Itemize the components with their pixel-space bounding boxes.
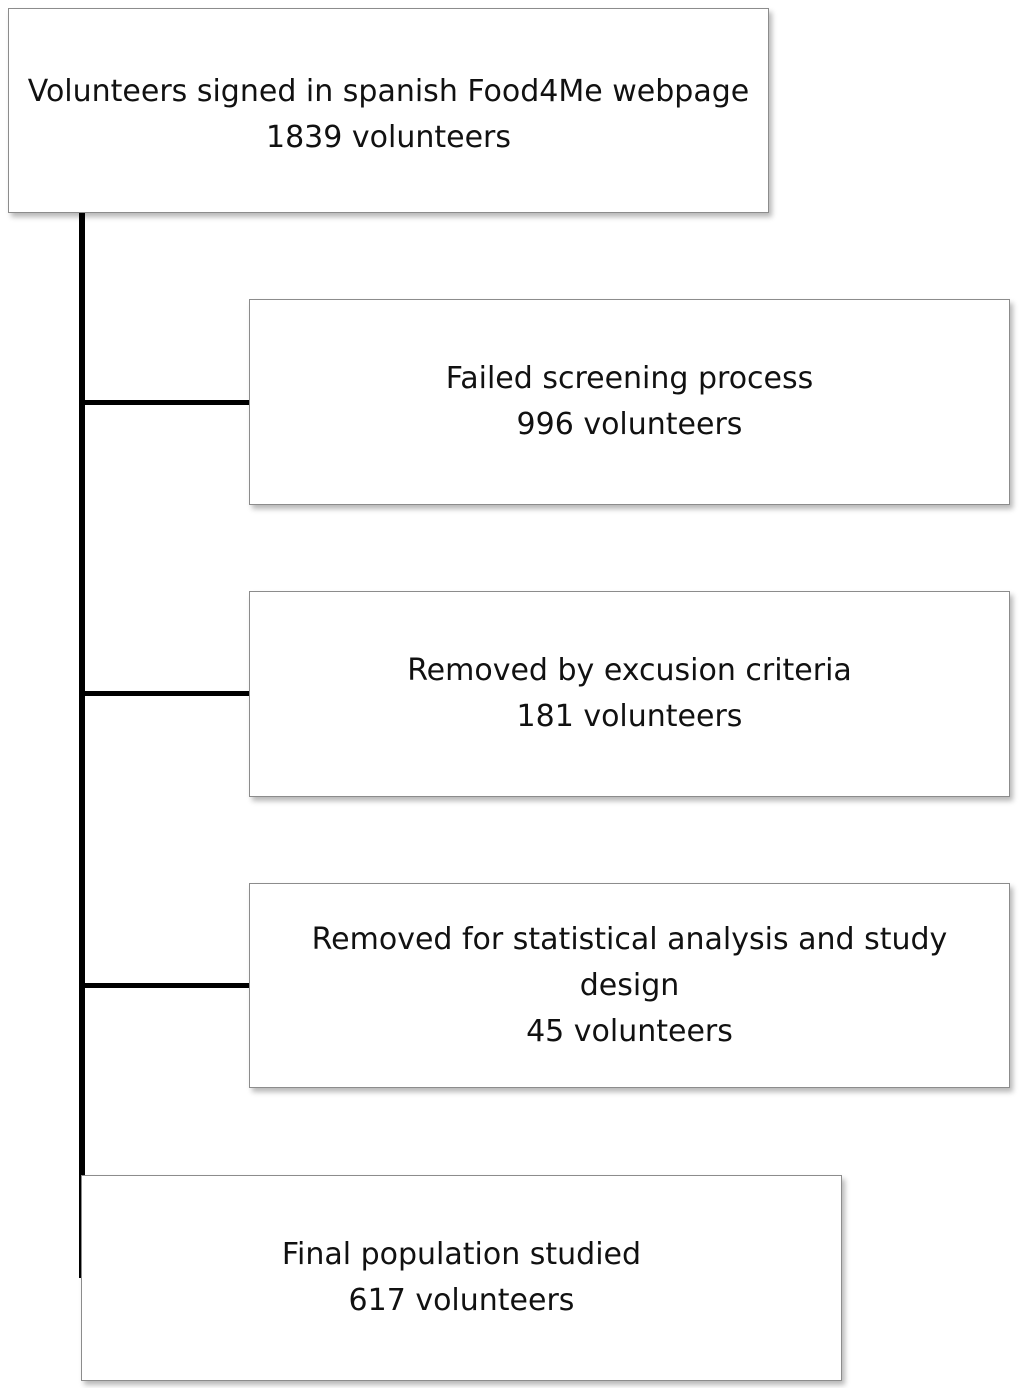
connector-branch-screening: [79, 400, 249, 405]
node-failed-screening: Failed screening process 996 volunteers: [249, 299, 1010, 505]
node-count: 996 volunteers: [516, 407, 743, 442]
node-exclusion-criteria: Removed by excusion criteria 181 volunte…: [249, 591, 1010, 797]
node-count: 617 volunteers: [348, 1283, 575, 1318]
connector-spine: [79, 212, 85, 1278]
node-count: 1839 volunteers: [266, 120, 511, 155]
node-statistical-removal: Removed for statistical analysis and stu…: [249, 883, 1010, 1088]
node-final-population: Final population studied 617 volunteers: [81, 1175, 842, 1381]
node-title: Volunteers signed in spanish Food4Me web…: [27, 74, 750, 109]
node-count: 45 volunteers: [526, 1013, 733, 1049]
connector-branch-exclusion: [79, 691, 249, 696]
node-title: Failed screening process: [445, 361, 814, 396]
connector-branch-statistical: [79, 983, 249, 988]
node-title: Removed for statistical analysis and stu…: [311, 921, 948, 1003]
node-signed-volunteers: Volunteers signed in spanish Food4Me web…: [8, 8, 769, 213]
node-title: Final population studied: [281, 1237, 642, 1272]
node-title: Removed by excusion criteria: [407, 653, 852, 688]
node-count: 181 volunteers: [516, 699, 743, 734]
